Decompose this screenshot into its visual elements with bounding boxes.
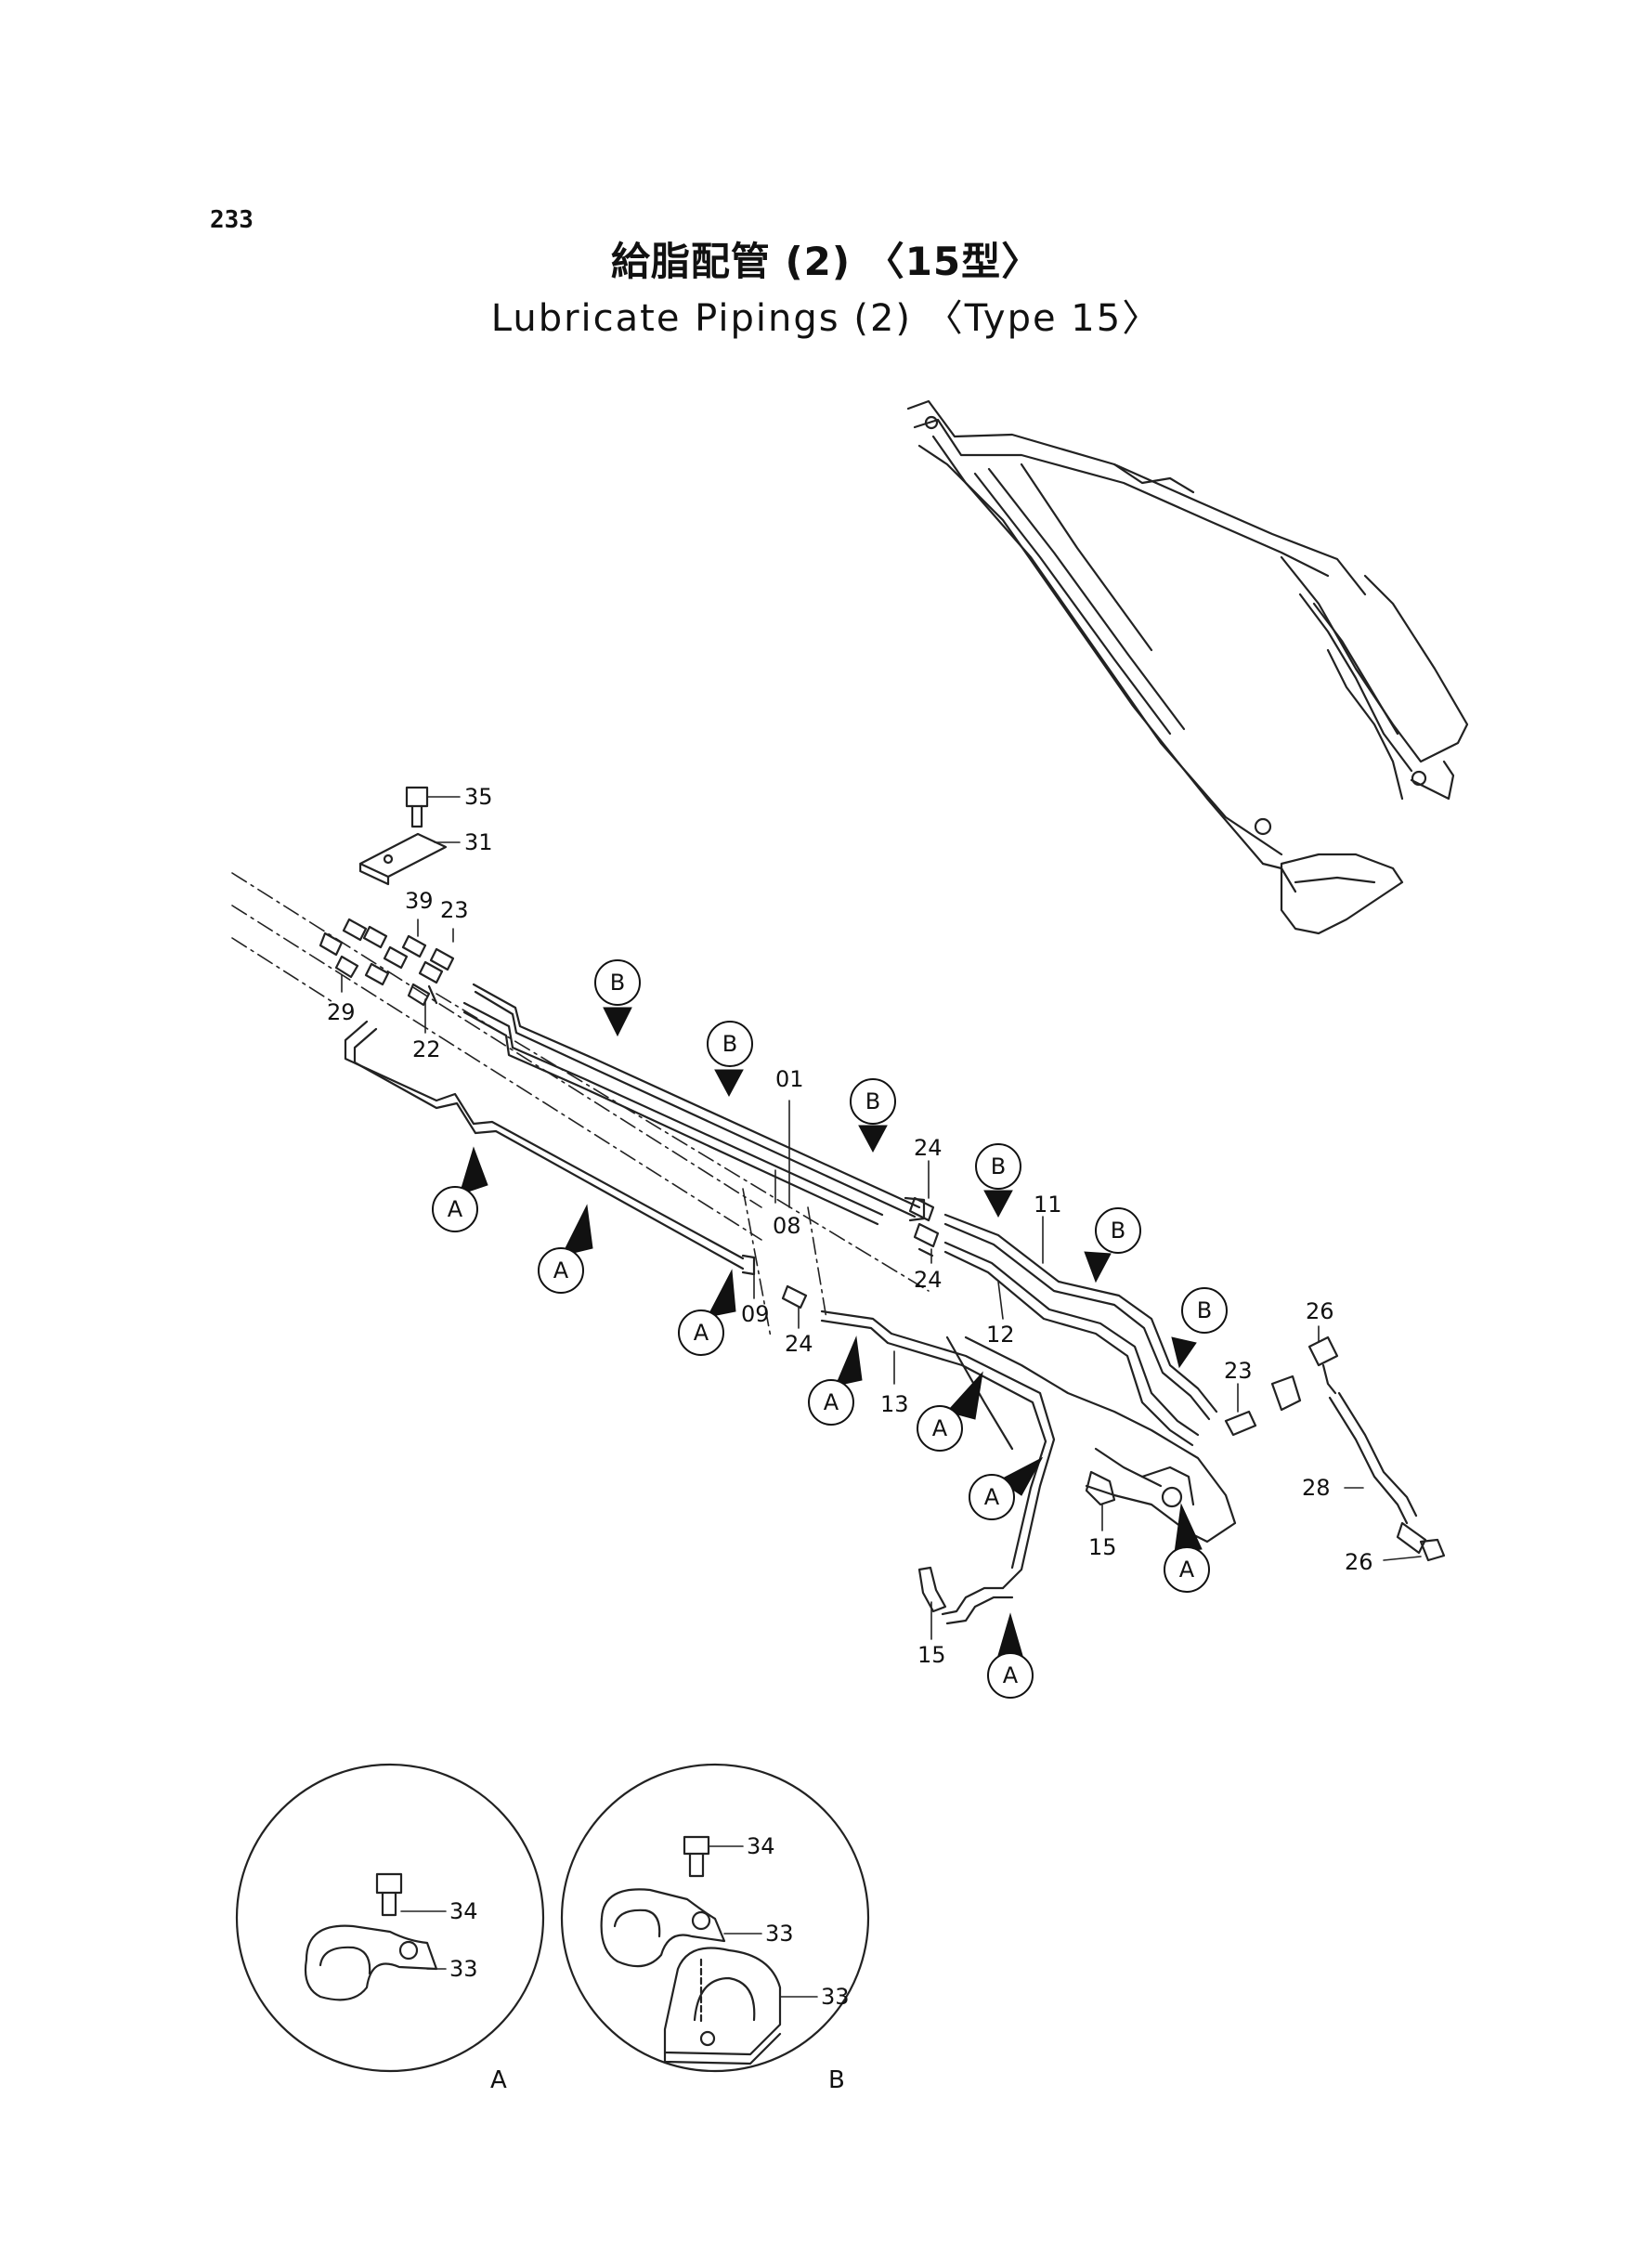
clamp-ref-a-letter: A — [448, 1196, 463, 1222]
callout-15-lower: 15 — [917, 1642, 946, 1668]
excavator-attachment-illustration — [906, 399, 1469, 935]
hose-28 — [1307, 1335, 1446, 1562]
callout-29: 29 — [327, 999, 356, 1025]
clamp-ref-a: A — [987, 1612, 1034, 1699]
clamp-ref-b-letter: B — [1197, 1297, 1212, 1323]
fittings-cluster — [319, 918, 455, 1007]
callout-24-upper: 24 — [914, 1135, 943, 1161]
clamp-ref-b: B — [1084, 1207, 1141, 1283]
callout-detail-a-34: 34 — [449, 1898, 478, 1924]
clamp-ref-a-letter: A — [1179, 1557, 1195, 1583]
callout-35: 35 — [464, 784, 493, 810]
clamp-ref-badges: B B B B B B A — [432, 959, 1228, 1699]
callout-23-left: 23 — [440, 897, 469, 923]
clamp-ref-b-letter: B — [722, 1031, 737, 1057]
clamp-ref-a: A — [808, 1335, 863, 1426]
clamp-ref-b: B — [707, 1021, 753, 1098]
callout-15-right: 15 — [1088, 1534, 1117, 1560]
clamp-ref-a-letter: A — [694, 1320, 709, 1346]
detail-b-clamp-33-upper — [600, 1888, 726, 1968]
detail-view-label-b: B — [828, 2066, 845, 2094]
clamp-ref-a: A — [969, 1456, 1044, 1520]
callout-12: 12 — [986, 1322, 1015, 1348]
callout-detail-a-33: 33 — [449, 1956, 478, 1982]
bolt-35 — [405, 786, 429, 828]
detail-a-clamp-33 — [304, 1924, 438, 2001]
clamp-ref-a-letter: A — [984, 1484, 1000, 1510]
detail-circle-a — [235, 1763, 545, 2073]
callout-31: 31 — [464, 829, 493, 855]
clamp-ref-b-letter: B — [991, 1153, 1006, 1179]
callout-28: 28 — [1302, 1475, 1331, 1501]
clamp-ref-a: A — [432, 1146, 488, 1232]
detail-view-label-a: A — [490, 2066, 507, 2094]
callout-13: 13 — [880, 1391, 909, 1417]
boom-end-bracket — [945, 1335, 1237, 1544]
callout-09: 09 — [741, 1301, 770, 1327]
callout-22: 22 — [412, 1036, 441, 1062]
clamp-ref-a: A — [678, 1269, 736, 1356]
clamp-ref-a: A — [917, 1371, 983, 1452]
plate-31 — [358, 832, 448, 886]
detail-a-bolt-34 — [375, 1872, 403, 1917]
clamp-ref-b: B — [594, 959, 641, 1037]
clamp-ref-b: B — [850, 1078, 896, 1153]
callout-26-lower: 26 — [1345, 1549, 1373, 1575]
pipe-11 — [943, 1213, 1218, 1421]
clamp-ref-a-letter: A — [1003, 1662, 1019, 1688]
title-japanese: 給脂配管 (2) 〈15型〉 — [610, 239, 1042, 284]
callout-detail-b-33-upper: 33 — [765, 1921, 794, 1947]
pipe-08 — [462, 1001, 884, 1226]
callout-08: 08 — [773, 1213, 801, 1239]
clamp-ref-b-letter: B — [1111, 1218, 1125, 1244]
clamp-ref-a-letter: A — [553, 1257, 569, 1283]
detail-b-bolt-34 — [683, 1835, 710, 1878]
callout-11: 11 — [1034, 1192, 1062, 1218]
pipe-13 — [820, 1309, 1056, 1625]
detail-circle-b — [560, 1763, 870, 2073]
callout-26-upper: 26 — [1306, 1298, 1334, 1324]
pipe-09 — [344, 1020, 756, 1276]
clamp-ref-b-letter: B — [610, 970, 625, 996]
part-callouts: 35 31 39 23 29 22 01 08 09 24 24 24 11 1… — [327, 784, 1373, 2010]
fitting-23-right — [1224, 1375, 1302, 1437]
title-english: Lubricate Pipings (2) 〈Type 15〉 — [490, 297, 1162, 340]
clamp-ref-a-letter: A — [824, 1389, 839, 1415]
callout-39: 39 — [405, 888, 434, 914]
callout-detail-b-33-lower: 33 — [821, 1984, 850, 2010]
clamp-ref-a: A — [1164, 1503, 1210, 1593]
page-number: 233 — [210, 206, 254, 234]
callout-detail-b-34: 34 — [747, 1833, 775, 1859]
callout-01: 01 — [775, 1066, 804, 1092]
pipe-12 — [943, 1241, 1200, 1447]
clamp-ref-b-letter: B — [865, 1088, 880, 1114]
detail-b-clamp-33-lower — [663, 1947, 782, 2065]
fitting-15-lower — [917, 1566, 947, 1613]
callout-23-right: 23 — [1224, 1358, 1253, 1384]
callout-24-lower: 24 — [785, 1331, 813, 1357]
clamp-ref-b: B — [975, 1143, 1021, 1218]
boom-outline-phantom — [231, 872, 930, 1338]
clamp-ref-b: B — [1171, 1287, 1228, 1369]
leader-lines — [341, 796, 1422, 1998]
callout-24-middle: 24 — [914, 1267, 943, 1293]
fitting-15-right — [1085, 1470, 1116, 1506]
clamp-ref-a: A — [538, 1204, 593, 1294]
fittings-24-mid — [781, 1196, 940, 1309]
clamp-ref-a-letter: A — [932, 1415, 948, 1441]
